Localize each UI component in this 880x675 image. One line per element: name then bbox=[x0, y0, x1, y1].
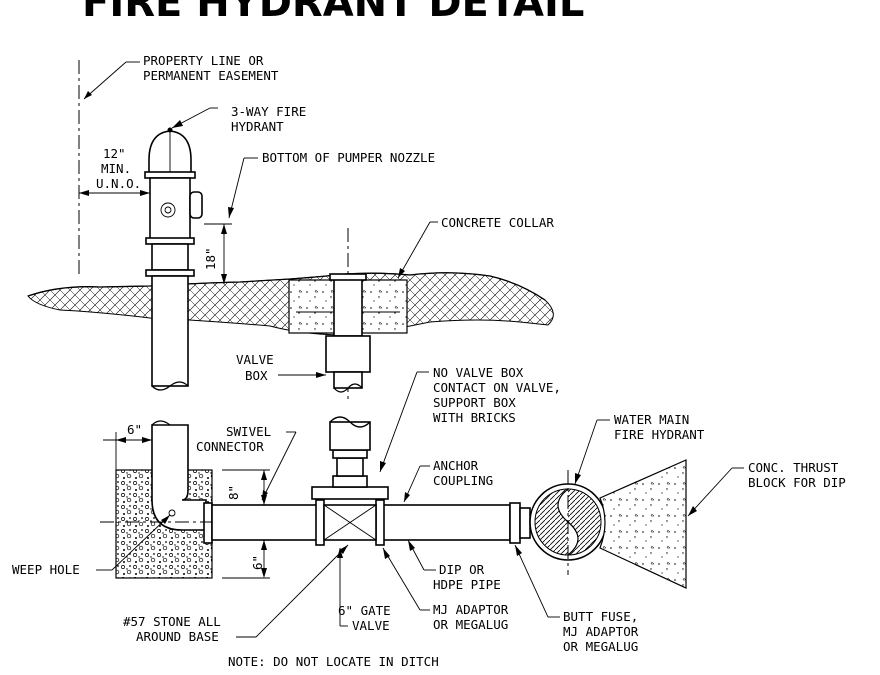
no-valve-box-label-3: SUPPORT BOX bbox=[433, 395, 516, 410]
gate-valve bbox=[311, 416, 389, 546]
drawing-title: FIRE HYDRANT DETAIL bbox=[82, 0, 584, 26]
property-leader bbox=[83, 61, 127, 100]
water-main-label-2: FIRE HYDRANT bbox=[614, 427, 705, 442]
dim-12-uno: U.N.O. bbox=[96, 176, 141, 191]
valve-box-label-2: BOX bbox=[245, 368, 268, 383]
dip-label-1: DIP OR bbox=[439, 562, 485, 577]
valve-box bbox=[325, 335, 371, 373]
butt-fuse-label-2: MJ ADAPTOR bbox=[563, 624, 639, 639]
concrete-collar-label: CONCRETE COLLAR bbox=[441, 215, 554, 230]
anchor-label-1: ANCHOR bbox=[433, 458, 479, 473]
valve-box-label-1: VALVE bbox=[236, 352, 274, 367]
note-label: NOTE: DO NOT LOCATE IN DITCH bbox=[228, 654, 439, 669]
property-line-label-2: PERMANENT EASEMENT bbox=[143, 68, 279, 83]
swivel-label-2: CONNECTOR bbox=[196, 439, 264, 454]
mj-adaptor-label-2: OR MEGALUG bbox=[433, 617, 508, 632]
no-valve-box-label-2: CONTACT ON VALVE, bbox=[433, 380, 561, 395]
stone-label-1: #57 STONE ALL bbox=[123, 614, 221, 629]
hydrant-label-2: HYDRANT bbox=[231, 119, 284, 134]
no-valve-box-label-1: NO VALVE BOX bbox=[433, 365, 524, 380]
dim-12-label: 12" bbox=[103, 146, 126, 161]
lateral-pipe-right bbox=[379, 504, 511, 541]
mj-adaptor-label-1: MJ ADAPTOR bbox=[433, 602, 509, 617]
property-line-label-1: PROPERTY LINE OR bbox=[143, 53, 264, 68]
weep-hole-label: WEEP HOLE bbox=[12, 562, 80, 577]
fire-hydrant bbox=[144, 127, 203, 391]
pumper-nozzle-label: BOTTOM OF PUMPER NOZZLE bbox=[262, 150, 435, 165]
gate-valve-label-1: 6" GATE bbox=[338, 603, 391, 618]
thrust-block-label-1: CONC. THRUST bbox=[748, 460, 839, 475]
dim-18-label: 18" bbox=[203, 247, 218, 270]
dim-8-label: 8" bbox=[226, 485, 241, 500]
stone-label-2: AROUND BASE bbox=[136, 629, 219, 644]
dim-6-top-label: 6" bbox=[127, 422, 142, 437]
hydrant-label-1: 3-WAY FIRE bbox=[231, 104, 306, 119]
no-valve-box-label-4: WITH BRICKS bbox=[433, 410, 516, 425]
gate-valve-label-2: VALVE bbox=[352, 618, 390, 633]
dim-12-min: MIN. bbox=[101, 161, 131, 176]
butt-fuse-label-1: BUTT FUSE, bbox=[563, 609, 638, 624]
lateral-pipe-left bbox=[211, 504, 319, 541]
butt-fuse-label-3: OR MEGALUG bbox=[563, 639, 638, 654]
water-main-label-1: WATER MAIN bbox=[614, 412, 689, 427]
dim-6-side-label: 6" bbox=[250, 555, 265, 570]
anchor-label-2: COUPLING bbox=[433, 473, 493, 488]
thrust-block bbox=[599, 459, 687, 589]
swivel-label-1: SWIVEL bbox=[226, 424, 271, 439]
thrust-block-label-2: BLOCK FOR DIP bbox=[748, 475, 846, 490]
dip-label-2: HDPE PIPE bbox=[433, 577, 501, 592]
